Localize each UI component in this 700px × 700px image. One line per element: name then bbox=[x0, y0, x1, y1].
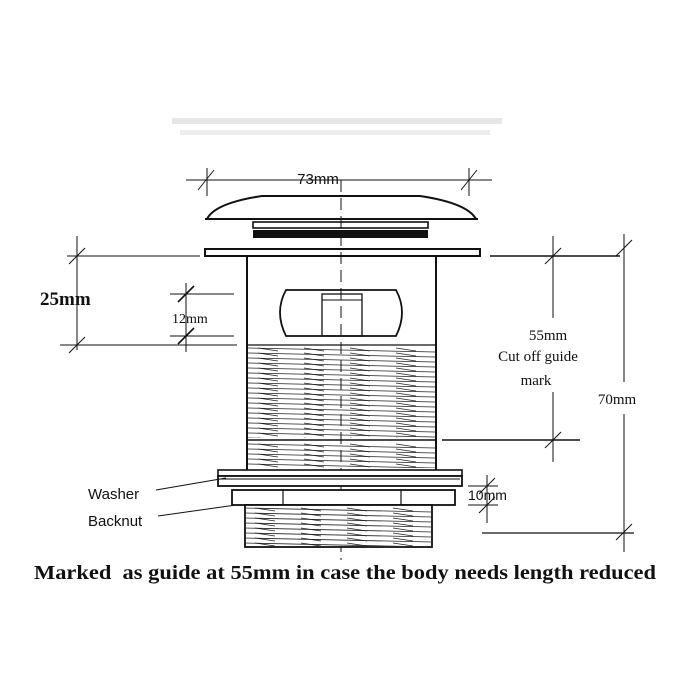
washer-callout: Washer bbox=[88, 477, 227, 503]
dim-cut-off: 55mm Cut off guide mark bbox=[442, 236, 620, 462]
dim-total-height: 70mm bbox=[482, 234, 636, 552]
dim-cap-width-label: 73mm bbox=[297, 171, 339, 188]
body-hatching bbox=[248, 347, 435, 438]
dim-backnut: 10mm bbox=[468, 475, 507, 523]
dim-upper-height: 25mm bbox=[40, 236, 237, 354]
threaded-stem bbox=[244, 504, 433, 548]
dim-cap-width: 73mm bbox=[186, 168, 492, 196]
flange bbox=[204, 248, 481, 257]
dim-slot-height: 12mm bbox=[170, 283, 234, 352]
slot-window bbox=[279, 289, 403, 337]
washer bbox=[217, 469, 463, 487]
dim-backnut-label: 10mm bbox=[468, 487, 507, 503]
backnut bbox=[231, 489, 456, 506]
caption: Marked as guide at 55mm in case the body… bbox=[34, 562, 656, 584]
dim-upper-height-label: 25mm bbox=[40, 289, 91, 310]
body-hatching-lower bbox=[248, 443, 435, 468]
dim-cut-off-note-line2: mark bbox=[521, 373, 552, 389]
dim-cut-off-label: 55mm bbox=[529, 328, 568, 344]
dim-slot-height-label: 12mm bbox=[172, 312, 208, 327]
faded-header-text bbox=[172, 118, 502, 135]
dim-total-height-label: 70mm bbox=[598, 392, 637, 408]
backnut-label: Backnut bbox=[88, 513, 143, 530]
washer-label: Washer bbox=[88, 486, 139, 503]
dim-cut-off-note-line1: Cut off guide bbox=[498, 349, 578, 365]
backnut-callout: Backnut bbox=[88, 504, 237, 530]
